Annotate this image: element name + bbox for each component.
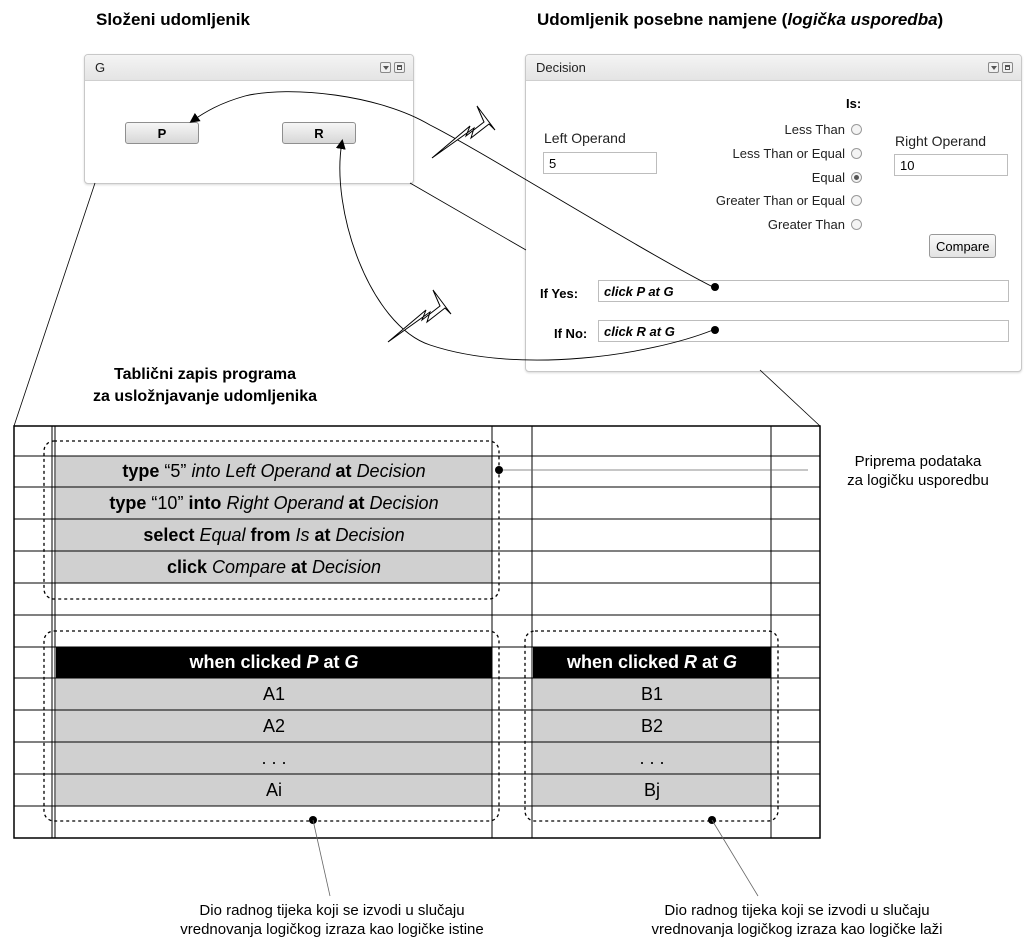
is-label: Is: (846, 96, 862, 111)
lightning-icon (431, 105, 496, 159)
lightning-icon (387, 289, 452, 343)
right-operand-input[interactable]: 10 (894, 154, 1008, 176)
rich-text: select Equal from Is at Decision (143, 524, 405, 545)
decision-window-title: Decision (536, 60, 586, 75)
window-g: G (84, 54, 414, 184)
radio-greater-than[interactable]: Greater Than (640, 217, 862, 232)
if-no-label: If No: (554, 326, 588, 341)
radio-equal[interactable]: Equal (640, 170, 862, 185)
radio-button[interactable] (851, 219, 862, 230)
rich-text: when clicked P at G (189, 652, 359, 672)
maximize-icon[interactable] (1002, 62, 1013, 73)
rich-text: type “10” into Right Operand at Decision (109, 492, 439, 513)
table-cell-b1: B1 (533, 678, 771, 710)
table-header-when-p: when clicked P at G (56, 647, 492, 678)
compare-button[interactable]: Compare (929, 234, 997, 258)
prep-annotation: Priprema podataka za logičku usporedbu (847, 453, 989, 489)
dotted-groups (43, 440, 779, 822)
radio-label: Less Than or Equal (732, 146, 846, 161)
true-branch-annotation: Dio radnog tijeka koji se izvodi u sluča… (180, 902, 484, 938)
left-operand-input[interactable]: 5 (543, 152, 657, 174)
radio-label: Greater Than or Equal (715, 193, 845, 208)
window-g-header: G (85, 55, 413, 81)
composite-widget-title: Složeni udomljenik (96, 10, 250, 29)
table-cell-bj: Bj (533, 774, 771, 806)
left-operand-label: Left Operand (544, 130, 626, 146)
table-row-prep-4: click Compare at Decision (56, 551, 492, 583)
radio-button[interactable] (851, 124, 862, 135)
rich-text: click Compare at Decision (166, 556, 382, 577)
decision-widget-title: Udomljenik posebne namjene (logička uspo… (537, 10, 944, 29)
window-g-title: G (95, 60, 106, 75)
bottom-connectors (309, 816, 759, 897)
radio-button-selected[interactable] (851, 172, 862, 183)
window-controls (988, 62, 1013, 73)
table-row-prep-2: type “10” into Right Operand at Decision (56, 487, 492, 519)
radio-label: Less Than (784, 122, 845, 137)
zoom-lines (13, 182, 821, 427)
table-cell-b2: B2 (533, 710, 771, 742)
radio-label: Equal (811, 170, 845, 185)
p-button[interactable]: P (125, 122, 199, 144)
table-cell-a2: A2 (56, 710, 492, 742)
radio-greater-than-or-equal[interactable]: Greater Than or Equal (640, 193, 862, 208)
decision-window: Decision (525, 54, 1022, 372)
radio-label: Greater Than (767, 217, 845, 232)
table-title: Tablični zapis programa za usložnjavanje… (92, 366, 318, 405)
radio-less-than-or-equal[interactable]: Less Than or Equal (640, 146, 862, 161)
table-cell-a-ellipsis: . . . (56, 742, 492, 774)
radio-button[interactable] (851, 195, 862, 206)
radio-less-than[interactable]: Less Than (640, 122, 862, 137)
table-header-when-r: when clicked R at G (533, 647, 771, 678)
table-cell-b-ellipsis: . . . (533, 742, 771, 774)
rich-text: type “5” into Left Operand at Decision (122, 461, 426, 481)
flow-arrows (189, 91, 714, 361)
if-no-field[interactable]: click R at G (598, 320, 1009, 342)
false-branch-annotation: Dio radnog tijeka koji se izvodi u sluča… (651, 902, 943, 938)
right-operand-label: Right Operand (895, 133, 987, 149)
rich-text: when clicked R at G (566, 652, 738, 672)
table-cell-a1: A1 (56, 678, 492, 710)
collapse-icon[interactable] (988, 62, 999, 73)
radio-button[interactable] (851, 148, 862, 159)
if-yes-field[interactable]: click P at G (598, 280, 1009, 302)
table-cell-ai: Ai (56, 774, 492, 806)
prep-connector (495, 466, 808, 474)
decision-window-header: Decision (526, 55, 1021, 81)
maximize-icon[interactable] (394, 62, 405, 73)
table-row-prep-1: type “5” into Left Operand at Decision (56, 456, 492, 487)
r-button[interactable]: R (282, 122, 356, 144)
table-row-prep-3: select Equal from Is at Decision (56, 519, 492, 551)
window-controls (380, 62, 405, 73)
table-grid (13, 425, 821, 839)
collapse-icon[interactable] (380, 62, 391, 73)
if-yes-label: If Yes: (540, 286, 579, 301)
